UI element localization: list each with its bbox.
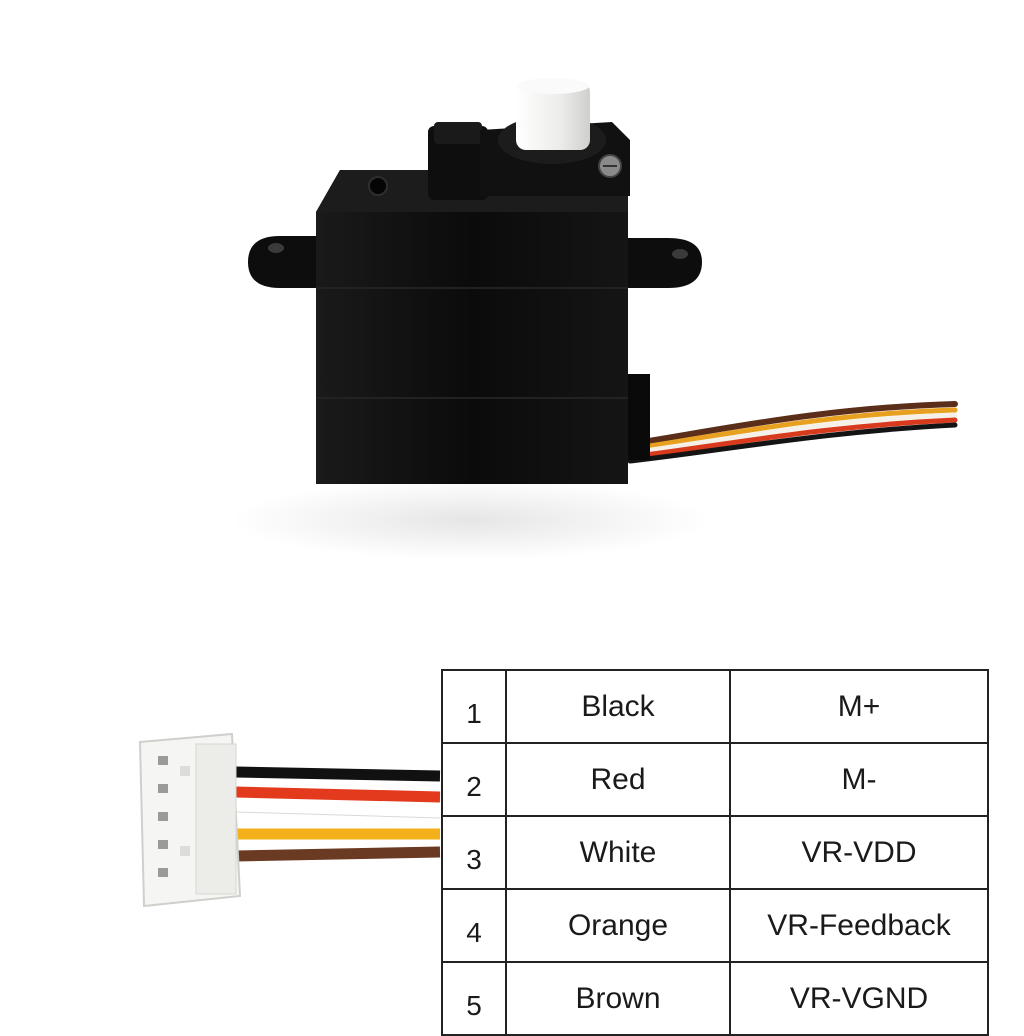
pin-number: 5 (441, 961, 507, 1036)
jst-connector (138, 732, 242, 908)
servo-shadow (230, 480, 710, 560)
wire-color: Black (505, 669, 731, 744)
wire-color: Brown (505, 961, 731, 1036)
pin-number: 4 (441, 888, 507, 963)
servo-cable (627, 401, 958, 464)
wire-harness (235, 766, 441, 862)
signal-name: M- (729, 742, 989, 817)
output-shaft (516, 78, 590, 150)
mounting-tabs (248, 236, 702, 288)
wire-color: Red (505, 742, 731, 817)
signal-name: VR-Feedback (729, 888, 989, 963)
wire-color: Orange (505, 888, 731, 963)
pin-number: 2 (441, 742, 507, 817)
signal-name: M+ (729, 669, 989, 744)
pin-number: 1 (441, 669, 507, 744)
signal-name: VR-VDD (729, 815, 989, 890)
signal-name: VR-VGND (729, 961, 989, 1036)
servo-body (316, 170, 650, 484)
wire-color: White (505, 815, 731, 890)
pin-number: 3 (441, 815, 507, 890)
